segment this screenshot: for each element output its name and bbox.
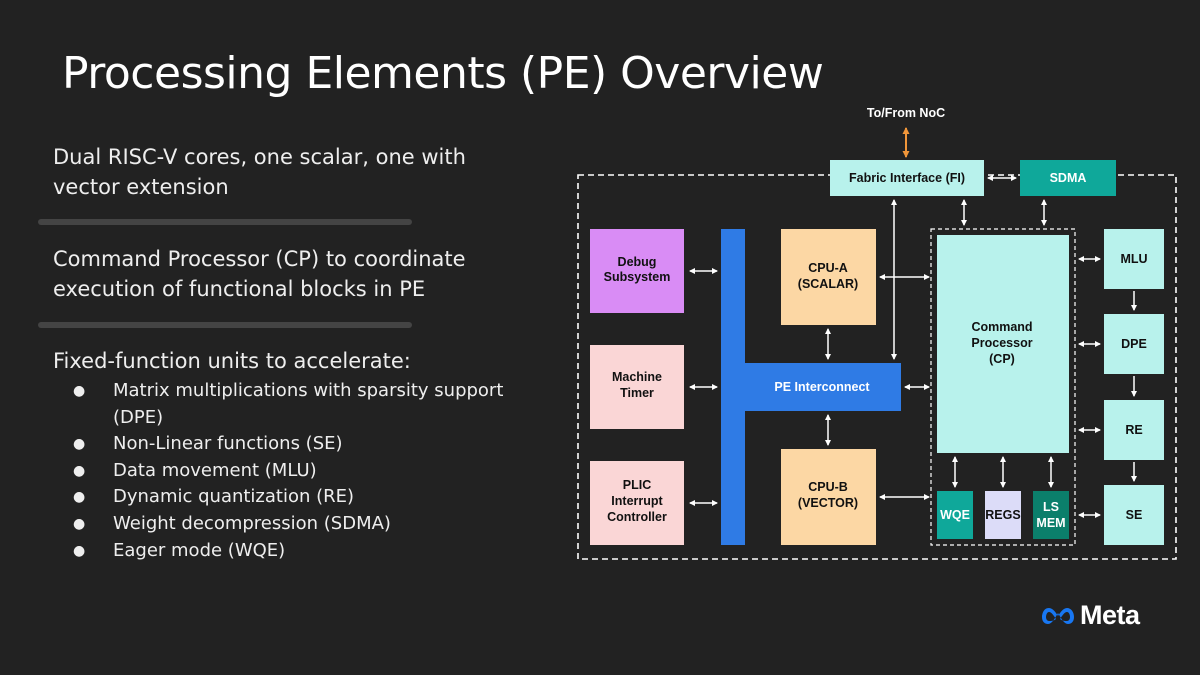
pe-boundary <box>577 174 1177 560</box>
svg-text:SE: SE <box>1126 508 1143 522</box>
cpu-b-block: CPU-B (VECTOR) <box>781 449 876 545</box>
fixed-function-list: ●Matrix multiplications with sparsity su… <box>53 378 523 565</box>
list-item: ●Matrix multiplications with sparsity su… <box>73 380 504 428</box>
mlu-block: MLU <box>1104 229 1164 289</box>
svg-text:Timer: Timer <box>620 386 654 400</box>
svg-text:Command: Command <box>971 320 1032 334</box>
connection-arrows <box>689 175 1137 518</box>
plic-block: PLIC Interrupt Controller <box>590 461 684 545</box>
list-item: ●Eager mode (WQE) <box>53 538 523 565</box>
svg-text:Interrupt: Interrupt <box>611 494 663 508</box>
cpu-a-block: CPU-A (SCALAR) <box>781 229 876 325</box>
re-block: RE <box>1104 400 1164 460</box>
svg-text:REGS: REGS <box>985 508 1020 522</box>
bullet-icon: ● <box>73 489 86 506</box>
svg-text:CPU-A: CPU-A <box>808 261 848 275</box>
noc-label: To/From NoC <box>867 106 945 120</box>
wqe-block: WQE <box>937 491 973 539</box>
fabric-interface-block: Fabric Interface (FI) <box>830 160 984 196</box>
sdma-block: SDMA <box>1020 160 1116 196</box>
svg-text:Processor: Processor <box>971 336 1032 350</box>
svg-text:PE Interconnect: PE Interconnect <box>774 380 870 394</box>
list-item: ●Dynamic quantization (RE) <box>53 484 523 511</box>
dpe-block: DPE <box>1104 314 1164 374</box>
bullet-icon: ● <box>73 516 86 533</box>
command-processor-block: Command Processor (CP) <box>937 235 1069 453</box>
svg-text:WQE: WQE <box>940 508 970 522</box>
point-dual-riscv: Dual RISC-V cores, one scalar, one with … <box>53 145 466 199</box>
svg-text:Fabric Interface (FI): Fabric Interface (FI) <box>849 171 965 185</box>
bullet-icon: ● <box>73 462 86 479</box>
separator-1 <box>38 219 412 225</box>
regs-block: REGS <box>985 491 1021 539</box>
meta-infinity-icon <box>1042 607 1074 624</box>
svg-text:(SCALAR): (SCALAR) <box>798 277 858 291</box>
list-item: ●Data movement (MLU) <box>53 458 523 485</box>
meta-logo: Meta <box>1040 600 1140 631</box>
pe-interconnect: PE Interconnect <box>721 229 901 545</box>
bullet-icon: ● <box>73 436 86 452</box>
point-fixed-function: Fixed-function units to accelerate: <box>53 349 411 373</box>
svg-text:Debug: Debug <box>618 255 657 269</box>
machine-timer-block: Machine Timer <box>590 345 684 429</box>
svg-text:DPE: DPE <box>1121 337 1147 351</box>
svg-text:(VECTOR): (VECTOR) <box>798 496 858 510</box>
slide-title: Processing Elements (PE) Overview <box>62 48 824 99</box>
bullet-icon: ● <box>73 542 86 559</box>
se-block: SE <box>1104 485 1164 545</box>
svg-text:PLIC: PLIC <box>623 478 651 492</box>
separator-2 <box>38 322 412 328</box>
svg-text:Machine: Machine <box>612 370 662 384</box>
debug-subsystem-block: Debug Subsystem <box>590 229 684 313</box>
bullet-icon: ● <box>73 383 86 399</box>
svg-text:Controller: Controller <box>607 510 667 524</box>
svg-text:RE: RE <box>1125 423 1142 437</box>
ls-mem-block: LS MEM <box>1033 491 1069 539</box>
svg-text:(CP): (CP) <box>989 352 1015 366</box>
svg-text:CPU-B: CPU-B <box>808 480 848 494</box>
svg-text:SDMA: SDMA <box>1050 171 1087 185</box>
list-item: ●Non-Linear functions (SE) <box>53 431 523 458</box>
point-command-processor: Command Processor (CP) to coordinate exe… <box>53 247 466 301</box>
svg-text:LS: LS <box>1043 500 1059 514</box>
svg-text:MEM: MEM <box>1036 516 1065 530</box>
svg-text:MLU: MLU <box>1120 252 1147 266</box>
meta-logo-text: Meta <box>1080 600 1140 630</box>
svg-text:Subsystem: Subsystem <box>604 270 671 284</box>
cp-boundary <box>930 228 1076 546</box>
list-item: ●Weight decompression (SDMA) <box>53 511 523 538</box>
